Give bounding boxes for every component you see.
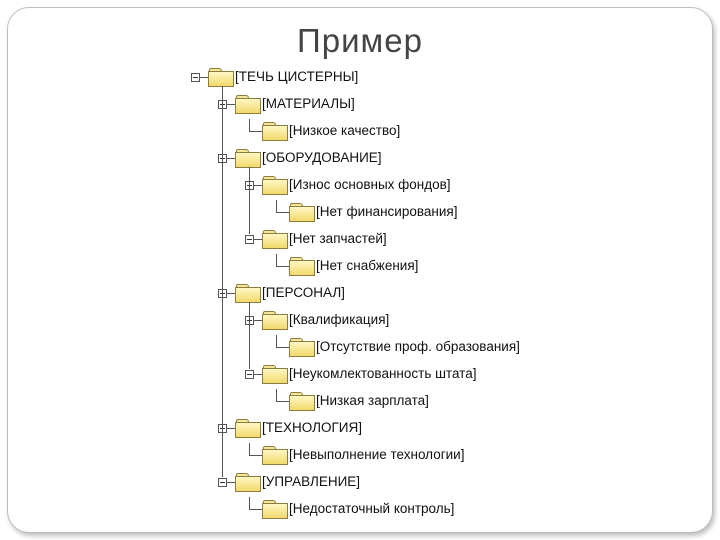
folder-icon [262,365,288,384]
tree-node-label[interactable]: [ТЕХНОЛОГИЯ] [262,420,362,435]
tree-connector [254,239,263,240]
collapse-toggle-icon[interactable] [245,370,254,379]
tree-node-label[interactable]: [ОБОРУДОВАНИЕ] [262,150,382,165]
slide-title: Пример [297,22,423,59]
tree-node-label[interactable]: [Невыполнение технологии] [289,447,465,462]
collapse-toggle-icon[interactable] [245,235,254,244]
tree-connector [276,335,277,347]
folder-icon [262,311,288,330]
folder-icon [235,473,261,492]
tree-connector [227,158,236,159]
tree-connector [276,200,277,212]
folder-icon [289,257,315,276]
tree-connector [249,509,263,510]
tree-connector [249,455,263,456]
folder-icon [235,95,261,114]
tree-node-label[interactable]: [Квалификация] [289,312,390,327]
tree-connector [254,374,263,375]
tree-connector [276,254,277,266]
folder-icon [289,203,315,222]
tree-node-label[interactable]: [ПЕРСОНАЛ] [262,285,345,300]
folder-icon [262,122,288,141]
tree-connector [249,443,250,455]
tree-node-label[interactable]: [УПРАВЛЕНИЕ] [262,474,361,489]
folder-icon [208,68,234,87]
folder-icon [262,230,288,249]
folder-icon [262,176,288,195]
tree-node-label[interactable]: [Нет запчастей] [289,231,387,246]
tree-connector [222,86,223,477]
tree-node-label[interactable]: [Нет снабжения] [316,258,419,273]
tree-node-label[interactable]: [ТЕЧЬ ЦИСТЕРНЫ] [235,69,359,84]
tree-node-label[interactable]: [Низкая зарплата] [316,393,429,408]
tree-node-label[interactable]: [МАТЕРИАЛЫ] [262,96,355,111]
tree-connector [254,320,263,321]
folder-icon [262,500,288,519]
folder-icon [262,446,288,465]
tree-connector [249,167,250,234]
tree-connector [254,185,263,186]
tree-connector [200,77,209,78]
tree-node-label[interactable]: [Отсутствие проф. образования] [316,339,520,354]
tree-connector [249,302,250,369]
folder-icon [235,419,261,438]
tree-connector [249,497,250,509]
tree-node-label[interactable]: [Недостаточный контроль] [289,501,455,516]
tree-connector [227,293,236,294]
tree-connector [249,119,250,131]
collapse-toggle-icon[interactable] [218,478,227,487]
folder-icon [289,392,315,411]
tree-connector [276,347,290,348]
tree-connector [227,104,236,105]
tree-connector [276,266,290,267]
collapse-toggle-icon[interactable] [191,73,200,82]
tree-connector [227,482,236,483]
folder-icon [235,149,261,168]
tree-connector [276,389,277,401]
folder-icon [289,338,315,357]
tree-node-label[interactable]: [Неукомлектованность штата] [289,366,477,381]
slide-frame [7,7,713,533]
tree-connector [276,212,290,213]
tree-node-label[interactable]: [Нет финансирования] [316,204,458,219]
tree-node-label[interactable]: [Износ основных фондов] [289,177,451,192]
folder-icon [235,284,261,303]
tree-connector [276,401,290,402]
tree-node-label[interactable]: [Низкое качество] [289,123,401,138]
tree-connector [249,131,263,132]
tree-connector [227,428,236,429]
